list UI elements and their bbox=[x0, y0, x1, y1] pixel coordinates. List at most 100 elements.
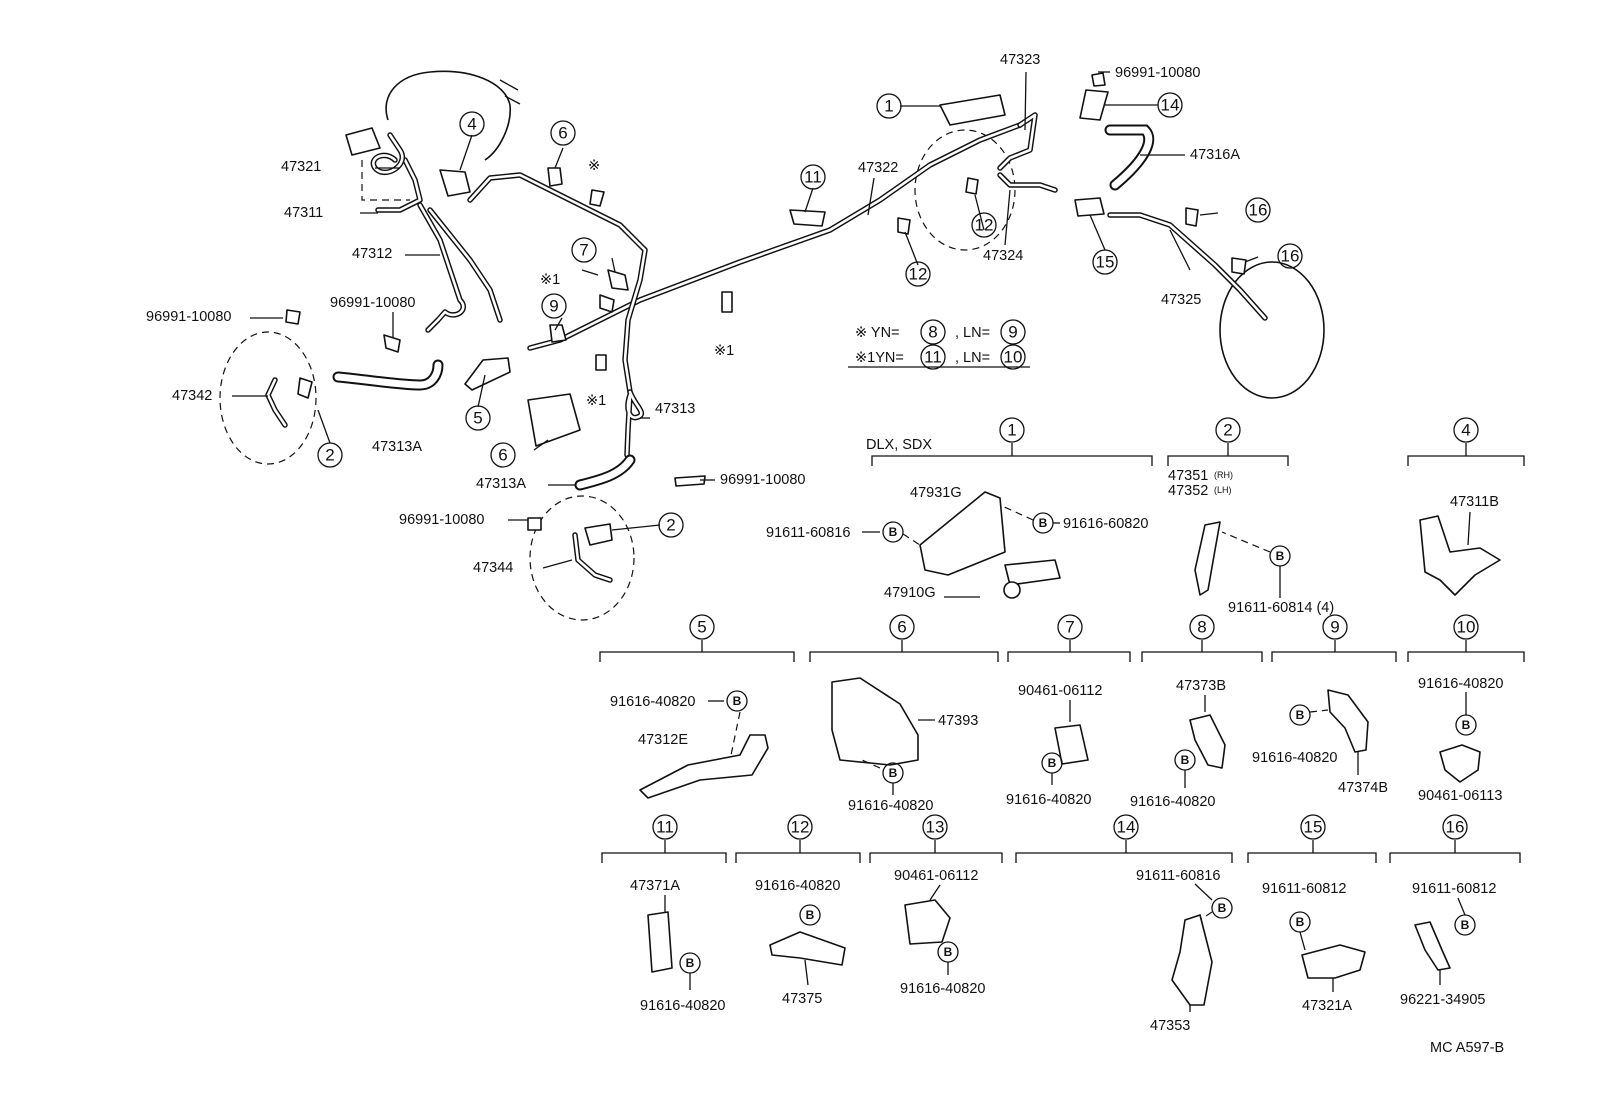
label-47313A-b: 47313A bbox=[476, 476, 526, 492]
d1-bracket-label: 47931G bbox=[910, 485, 962, 501]
label-47312: 47312 bbox=[352, 246, 392, 262]
svg-text:B: B bbox=[1461, 918, 1470, 932]
svg-text:B: B bbox=[889, 525, 898, 539]
detail-brackets bbox=[599, 443, 1525, 863]
detail-2: 47351 (RH) 47352 (LH) B 91611-60814 (4) bbox=[1168, 468, 1334, 616]
d6-bolt-label: 91616-40820 bbox=[848, 798, 933, 814]
svg-text:B: B bbox=[1039, 516, 1048, 530]
callout-2-a: 2 bbox=[317, 442, 343, 468]
detail-1-header: 1 bbox=[999, 417, 1025, 443]
note-yn: ※ YN= bbox=[855, 325, 900, 341]
detail-6: 47393 B 91616-40820 bbox=[831, 677, 978, 814]
callout-13-b: 12 bbox=[905, 261, 931, 287]
label-47323: 47323 bbox=[1000, 52, 1040, 68]
rear-right-drum bbox=[1219, 261, 1325, 399]
svg-text:15: 15 bbox=[1304, 818, 1323, 837]
label-96991-left: 96991-10080 bbox=[146, 309, 231, 325]
detail-9-header: 9 bbox=[1322, 614, 1348, 640]
svg-text:(LH): (LH) bbox=[1214, 485, 1232, 495]
svg-text:B: B bbox=[1296, 708, 1305, 722]
svg-text:1: 1 bbox=[884, 97, 893, 116]
svg-text:4: 4 bbox=[467, 115, 476, 134]
d12-part-label: 47375 bbox=[782, 991, 822, 1007]
note-ln: , LN= bbox=[955, 325, 990, 341]
detail-headers: 1 2 4 5 6 7 8 9 10 11 12 13 14 15 16 bbox=[652, 417, 1479, 840]
detail-13: 90461-06112 B 91616-40820 bbox=[894, 868, 985, 997]
d6-part-label: 47393 bbox=[938, 713, 978, 729]
callout-12: 11 bbox=[800, 164, 826, 190]
svg-text:2: 2 bbox=[666, 516, 675, 535]
d16-bolt-label: 91611-60812 bbox=[1412, 881, 1496, 897]
callout-16-a: 16 bbox=[1245, 197, 1271, 223]
svg-text:5: 5 bbox=[473, 409, 482, 428]
svg-text:14: 14 bbox=[1117, 818, 1136, 837]
detail-12-header: 12 bbox=[787, 814, 813, 840]
detail-11: 47371A B 91616-40820 bbox=[630, 878, 725, 1014]
d1-variant: DLX, SDX bbox=[866, 437, 932, 453]
d13-clip-label: 90461-06112 bbox=[894, 868, 978, 884]
detail-16-header: 16 bbox=[1442, 814, 1468, 840]
label-47325: 47325 bbox=[1161, 292, 1201, 308]
svg-text:6: 6 bbox=[558, 124, 567, 143]
callout-4: 4 bbox=[459, 111, 485, 137]
d13-bolt-label: 91616-40820 bbox=[900, 981, 985, 997]
svg-text:8: 8 bbox=[1197, 618, 1206, 637]
callout-15: 15 bbox=[1092, 249, 1118, 275]
d14-part-label: 47353 bbox=[1150, 1018, 1190, 1034]
d8-bolt-label: 91616-40820 bbox=[1130, 794, 1215, 810]
d9-bolt-label: 91616-40820 bbox=[1252, 750, 1337, 766]
front-right-disc bbox=[914, 129, 1016, 251]
d9-part-label: 47374B bbox=[1338, 780, 1388, 796]
callout-14: 14 bbox=[1157, 92, 1183, 118]
detail-10: 91616-40820 B 90461-06113 bbox=[1418, 676, 1503, 804]
svg-text:B: B bbox=[1181, 753, 1190, 767]
detail-2-header: 2 bbox=[1215, 417, 1241, 443]
svg-text:11: 11 bbox=[924, 348, 942, 367]
diagram-code: MC A597-B bbox=[1430, 1040, 1504, 1056]
d5-bolt-label: 91616-40820 bbox=[610, 694, 695, 710]
d1-valve-label: 47910G bbox=[884, 585, 936, 601]
detail-10-header: 10 bbox=[1453, 614, 1479, 640]
svg-text:9: 9 bbox=[1330, 618, 1339, 637]
svg-text:12: 12 bbox=[909, 265, 928, 284]
svg-text:B: B bbox=[1218, 901, 1227, 915]
main-callouts: 1 14 4 6 11 12 12 16 16 15 7 9 5 6 2 2 bbox=[317, 92, 1303, 538]
svg-text:11: 11 bbox=[656, 818, 674, 837]
svg-text:9: 9 bbox=[549, 297, 558, 316]
svg-text:6: 6 bbox=[498, 446, 507, 465]
svg-text:B: B bbox=[1276, 549, 1285, 563]
d12-bolt-label: 91616-40820 bbox=[755, 878, 840, 894]
leader-lines bbox=[232, 71, 1259, 569]
svg-text:B: B bbox=[733, 694, 742, 708]
detail-9: B 91616-40820 47374B bbox=[1252, 689, 1388, 796]
callout-2-b: 2 bbox=[658, 512, 684, 538]
label-mark1-b: ※1 bbox=[714, 343, 734, 359]
label-47313A-a: 47313A bbox=[372, 439, 422, 455]
detail-7: 90461-06112 B 91616-40820 bbox=[1006, 683, 1102, 808]
svg-text:11: 11 bbox=[804, 168, 822, 187]
label-47324: 47324 bbox=[983, 248, 1023, 264]
svg-text:9: 9 bbox=[1008, 323, 1017, 342]
detail-11-header: 11 bbox=[652, 814, 678, 840]
label-mark1-a: ※1 bbox=[540, 272, 560, 288]
note-ln1: , LN= bbox=[955, 350, 990, 366]
detail-15: 91611-60812 B 47321A bbox=[1262, 881, 1366, 1014]
d4-part-label: 47311B bbox=[1450, 494, 1499, 510]
svg-text:12: 12 bbox=[975, 216, 994, 235]
detail-12: 91616-40820 B 47375 bbox=[755, 878, 846, 1007]
d15-part-label: 47321A bbox=[1302, 998, 1352, 1014]
detail-7-header: 7 bbox=[1057, 614, 1083, 640]
detail-1: DLX, SDX 47931G 47910G 91611-60816 B B 9… bbox=[766, 437, 1148, 601]
main-part-labels: 47323 96991-10080 47321 47311 47312 9699… bbox=[146, 52, 1240, 576]
d5-part-label: 47312E bbox=[638, 732, 688, 748]
d8-part-label: 47373B bbox=[1176, 678, 1226, 694]
svg-text:B: B bbox=[889, 766, 898, 780]
svg-text:12: 12 bbox=[791, 818, 810, 837]
detail-4: 47311B bbox=[1419, 494, 1501, 596]
d11-part-label: 47371A bbox=[630, 878, 680, 894]
d2-rh-label: 47351 bbox=[1168, 468, 1208, 484]
label-47321: 47321 bbox=[281, 159, 321, 175]
main-view-clips bbox=[285, 72, 1247, 546]
label-mark1-c: ※1 bbox=[586, 393, 606, 409]
